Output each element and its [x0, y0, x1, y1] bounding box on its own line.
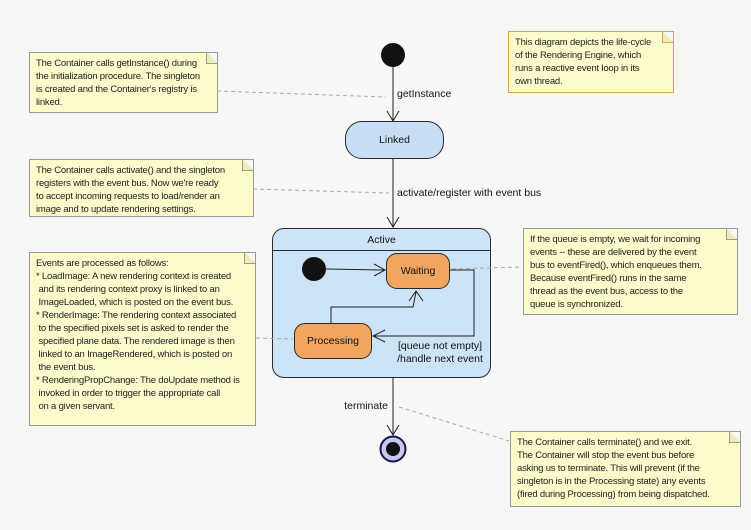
note-queue-text: If the queue is empty, we wait for incom… — [530, 234, 702, 310]
note-fold-corner — [729, 432, 740, 443]
note-fold-corner — [244, 253, 255, 264]
state-processing: Processing — [294, 323, 372, 359]
note-connector-terminate — [398, 406, 510, 442]
state-linked-label: Linked — [379, 134, 410, 146]
note-events-text: Events are processed as follows: * LoadI… — [36, 258, 240, 412]
transition-label-getinstance: getInstance — [397, 88, 452, 100]
transition-label-queue-guard: [queue not empty] /handle next event — [397, 340, 483, 365]
note-fold-corner — [242, 160, 253, 171]
note-activate-text: The Container calls activate() and the s… — [36, 165, 225, 215]
note-activate: The Container calls activate() and the s… — [29, 159, 254, 217]
note-terminate-text: The Container calls terminate() and we e… — [517, 437, 710, 500]
note-connector-activate — [252, 188, 390, 194]
state-processing-label: Processing — [307, 335, 359, 347]
state-waiting-label: Waiting — [400, 265, 436, 277]
note-fold-corner — [662, 32, 673, 43]
note-lifecycle-text: This diagram depicts the life-cycle of t… — [515, 37, 652, 87]
arrowhead-getinstance — [386, 110, 400, 122]
final-state-inner-dot — [386, 442, 400, 456]
note-connector-getinstance — [216, 90, 387, 98]
note-events: Events are processed as follows: * LoadI… — [29, 252, 256, 426]
state-active-title: Active — [273, 229, 490, 251]
note-queue: If the queue is empty, we wait for incom… — [523, 228, 738, 315]
note-terminate: The Container calls terminate() and we e… — [510, 431, 741, 507]
note-fold-corner — [726, 229, 737, 240]
note-lifecycle: This diagram depicts the life-cycle of t… — [508, 31, 674, 93]
state-linked: Linked — [345, 121, 444, 159]
arrowhead-terminate — [386, 424, 400, 436]
note-getinstance-text: The Container calls getInstance() during… — [36, 58, 200, 108]
transition-label-activate: activate/register with event bus — [397, 187, 542, 199]
arrowhead-activate — [386, 216, 400, 228]
initial-state-node — [381, 43, 405, 67]
final-state-node — [379, 435, 407, 463]
note-getinstance: The Container calls getInstance() during… — [29, 52, 218, 113]
note-fold-corner — [206, 53, 217, 64]
state-waiting: Waiting — [386, 253, 450, 289]
transition-label-terminate: terminate — [344, 400, 388, 412]
